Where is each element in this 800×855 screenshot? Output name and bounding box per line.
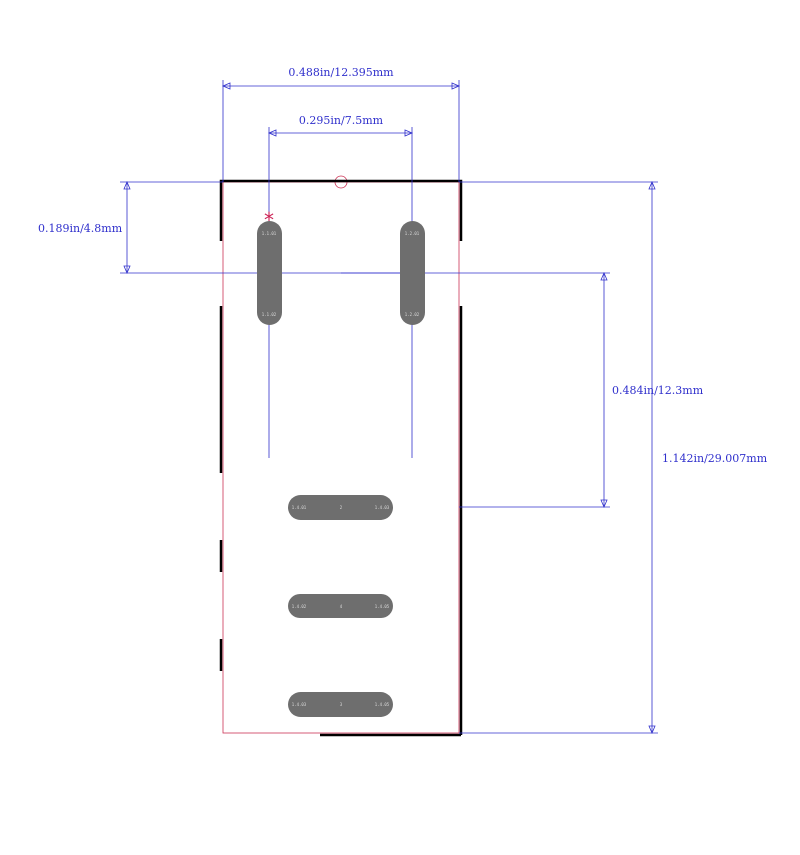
pad-offset-label: 0.484in/12.3mm [612,384,704,397]
dimension-lines [120,80,658,734]
pad-5-label-mid: 3 [340,702,343,707]
pad-4: 1.4.02 4 1.4.05 [288,594,393,618]
pad-3-label-left: 1.4.01 [292,505,307,510]
pad-4-label-mid: 4 [340,604,343,609]
pad-2-label-top: 1.2.01 [405,231,420,236]
pad-3-label-right: 1.4.03 [375,505,390,510]
pad-4-label-left: 1.4.02 [292,604,307,609]
pad-3: 1.4.01 2 1.4.03 [288,495,393,520]
pin-spacing-label: 0.295in/7.5mm [299,114,384,127]
pad-1-label-bottom: 1.1.02 [262,312,277,317]
pad-1: 1.1.01 1.1.02 [257,221,282,325]
overall-height-label: 1.142in/29.007mm [662,452,768,465]
pad-5-label-right: 1.4.05 [375,702,390,707]
pad-4-label-right: 1.4.05 [375,604,390,609]
pad-1-label-top: 1.1.01 [262,231,277,236]
pin1-marker: * [264,208,274,232]
pad-3-label-mid: 2 [340,505,343,510]
overall-width-label: 0.488in/12.395mm [288,66,394,79]
pad-5-label-left: 1.4.03 [292,702,307,707]
pad-5: 1.4.03 3 1.4.05 [288,692,393,717]
silkscreen-outline [219,179,463,737]
dimension-arrowheads [123,82,656,735]
pad-2-label-bottom: 1.2.02 [405,312,420,317]
top-offset-label: 0.189in/4.8mm [38,222,123,235]
pad-2: 1.2.01 1.2.02 [400,221,425,325]
